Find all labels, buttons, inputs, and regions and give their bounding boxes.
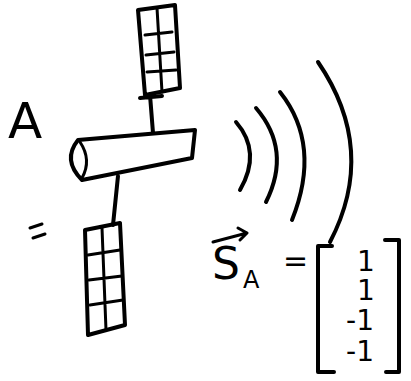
matrix-bracket [318, 246, 334, 372]
equals-sign: = [283, 246, 308, 276]
radio-wave [236, 122, 250, 190]
solar-panel [85, 223, 125, 335]
satellite-name: A [8, 96, 42, 146]
vector-symbol: S [212, 242, 240, 286]
panel-grid [88, 228, 123, 330]
vector-entry: 1 [357, 248, 375, 276]
stray-mark [30, 224, 45, 238]
radio-wave [280, 92, 305, 220]
panel-stem [113, 176, 118, 225]
panel-stem [140, 95, 162, 133]
vector-arrow [213, 228, 247, 242]
panel-grid [145, 8, 176, 92]
vector-entry: -1 [346, 338, 374, 366]
body-end [80, 142, 87, 178]
vector-subscript: A [243, 268, 259, 292]
vector-entry: -1 [346, 307, 374, 335]
solar-panel [138, 5, 180, 95]
vector-entry: 1 [357, 277, 375, 305]
matrix-bracket [385, 240, 399, 372]
satellite-body [71, 130, 195, 180]
radio-wave [318, 62, 351, 242]
radio-wave [256, 108, 277, 202]
